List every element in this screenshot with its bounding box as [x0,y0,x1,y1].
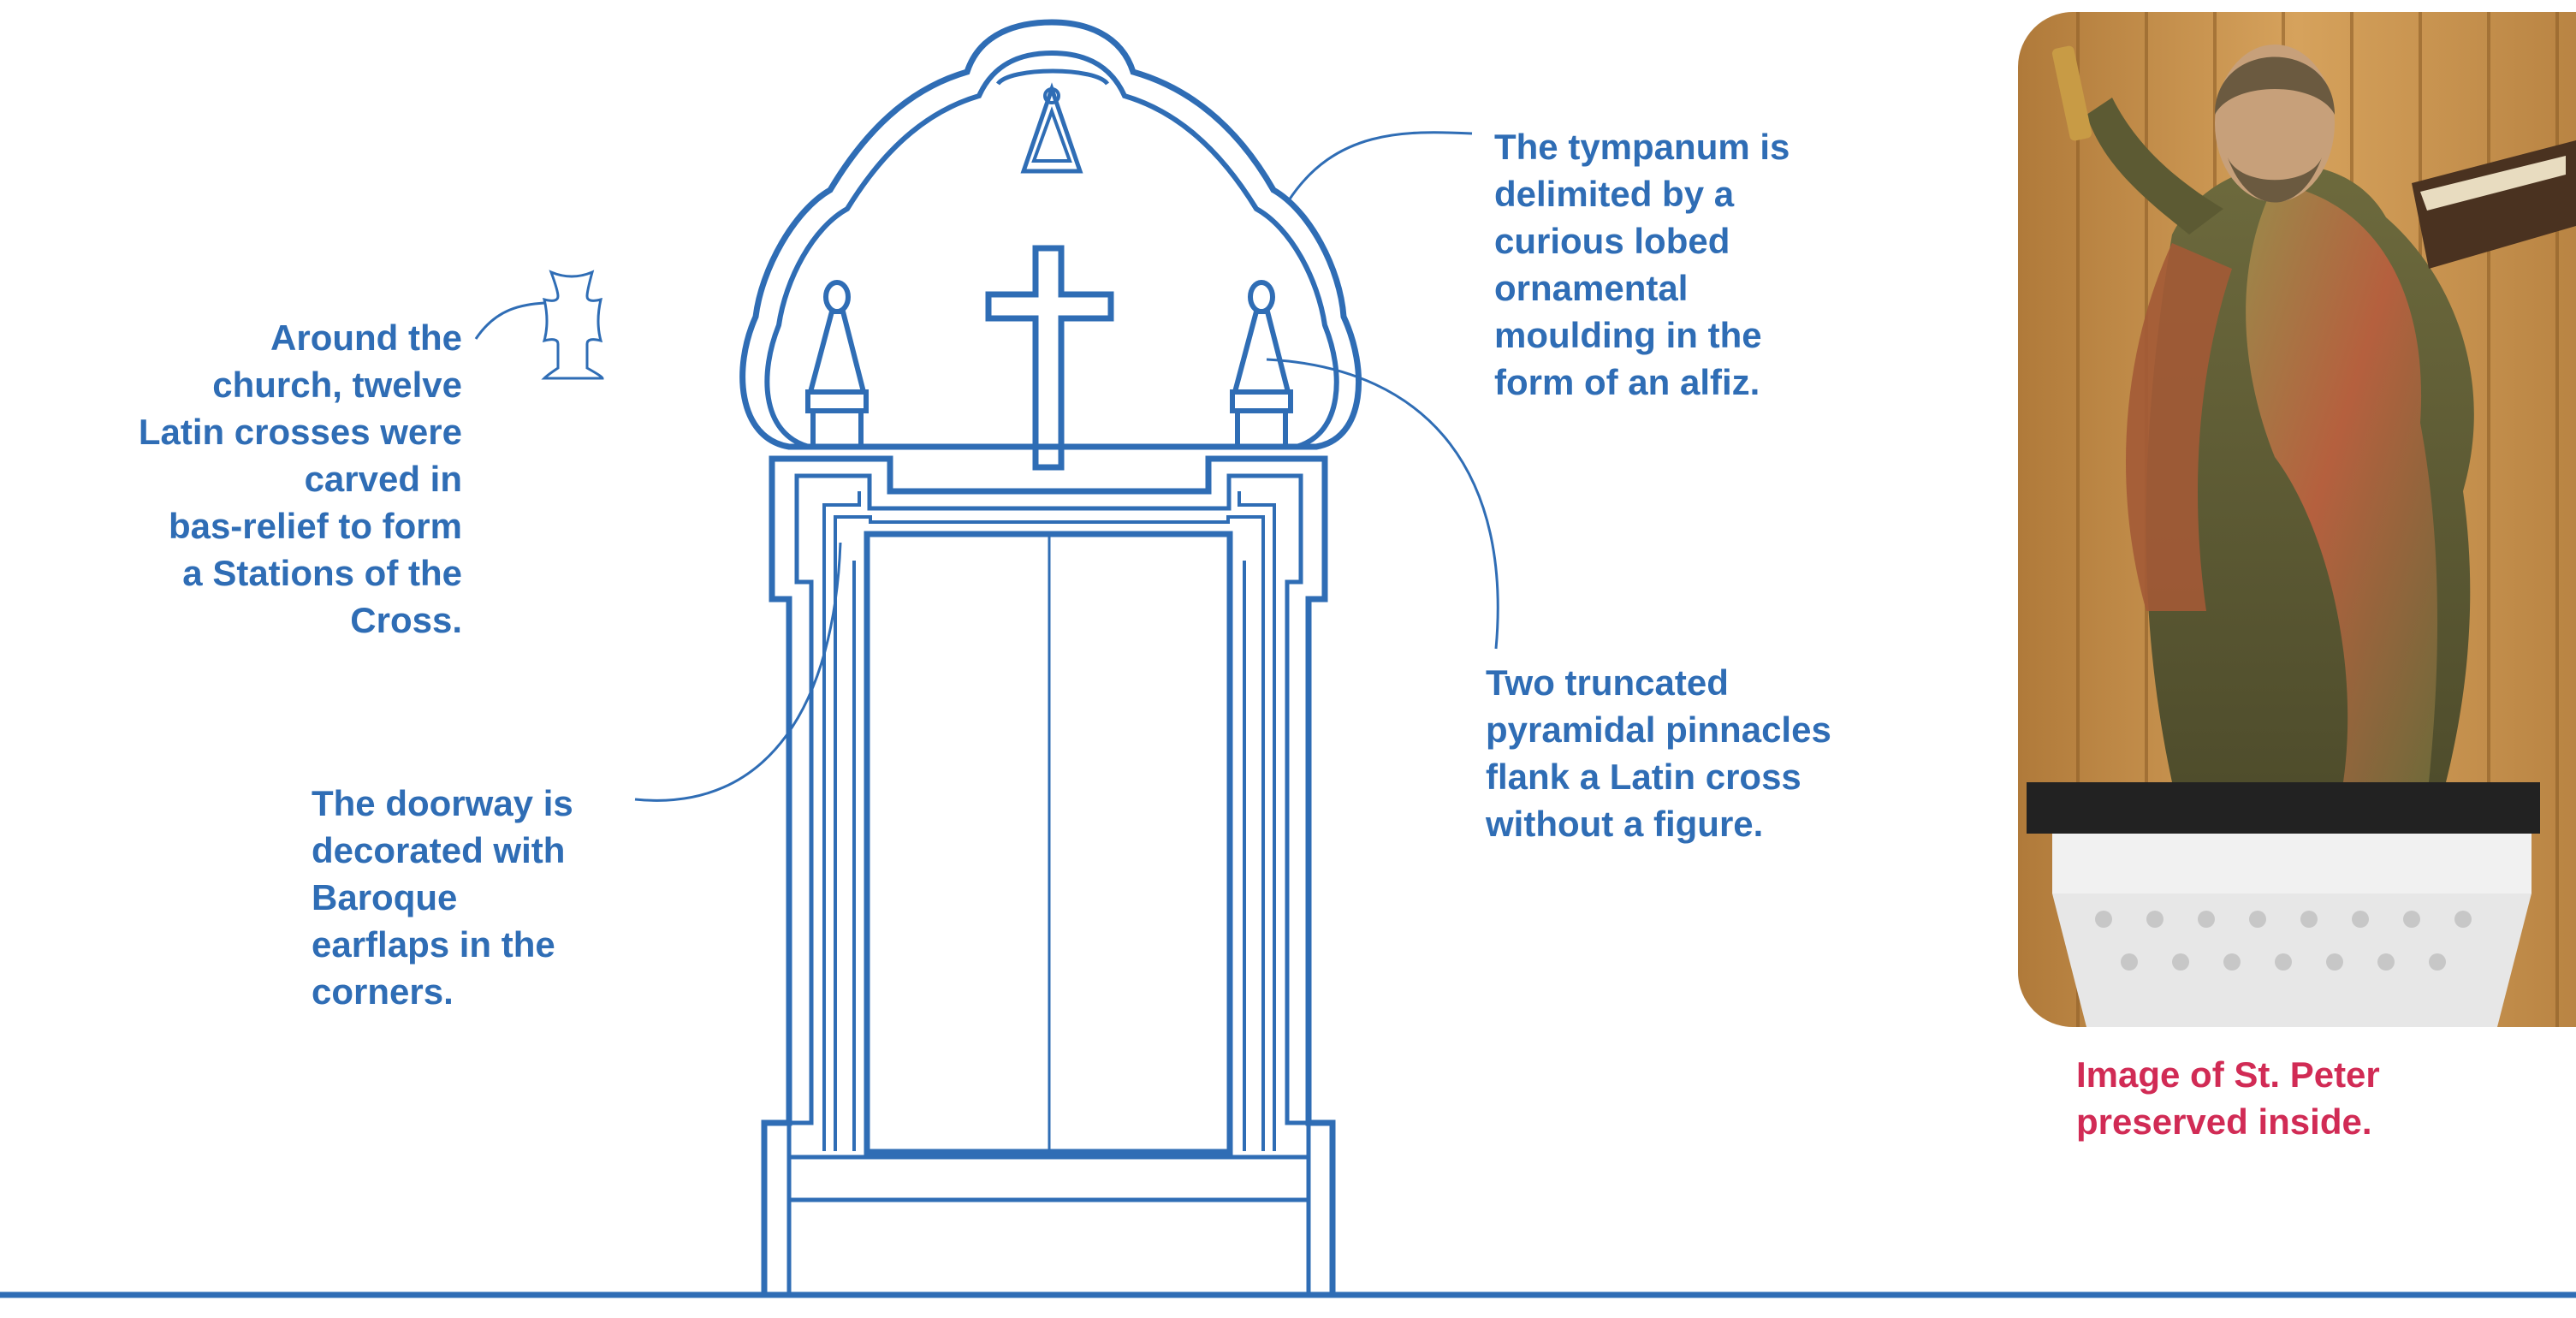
statue-mantle [2246,183,2437,782]
statue-pedestal [2027,782,2540,834]
earflap-left [822,491,861,1151]
doorway-frame-moulding [789,473,1309,1125]
doorway-frame-outer [761,455,1336,1292]
earflap-right [1238,491,1276,1151]
photo-caption: Image of St. Peter preserved inside. [2076,1054,2380,1142]
leader-pinnacles [1266,358,1499,650]
triangle-emblem-dot [1043,87,1060,104]
triangle-emblem-inner [1031,106,1072,163]
lobed-moulding-outer [739,19,1362,450]
plinth [786,1123,1311,1292]
latin-cross [985,245,1114,471]
annotation-latin-crosses: Around the church, twelve Latin crosses … [138,318,462,640]
annotation-doorway: The doorway is decorated with Baroque ea… [312,783,573,1012]
pinnacle-left [805,280,869,449]
keystone-arc [995,68,1110,86]
st-peter-photo [2018,12,2576,1027]
leader-doorway [634,542,842,802]
lobed-moulding-inner [764,50,1339,449]
triangle-emblem-outer [1020,82,1083,174]
earflap-left-inner [834,515,1265,1151]
pinnacle-right [1230,280,1293,449]
leader-tympanum [1287,131,1473,201]
leader-crosses [474,301,545,340]
annotation-pinnacles: Two truncated pyramidal pinnacles flank … [1486,662,1831,844]
station-cross-icon [541,270,604,380]
annotation-tympanum: The tympanum is delimited by a curious l… [1494,127,1790,402]
